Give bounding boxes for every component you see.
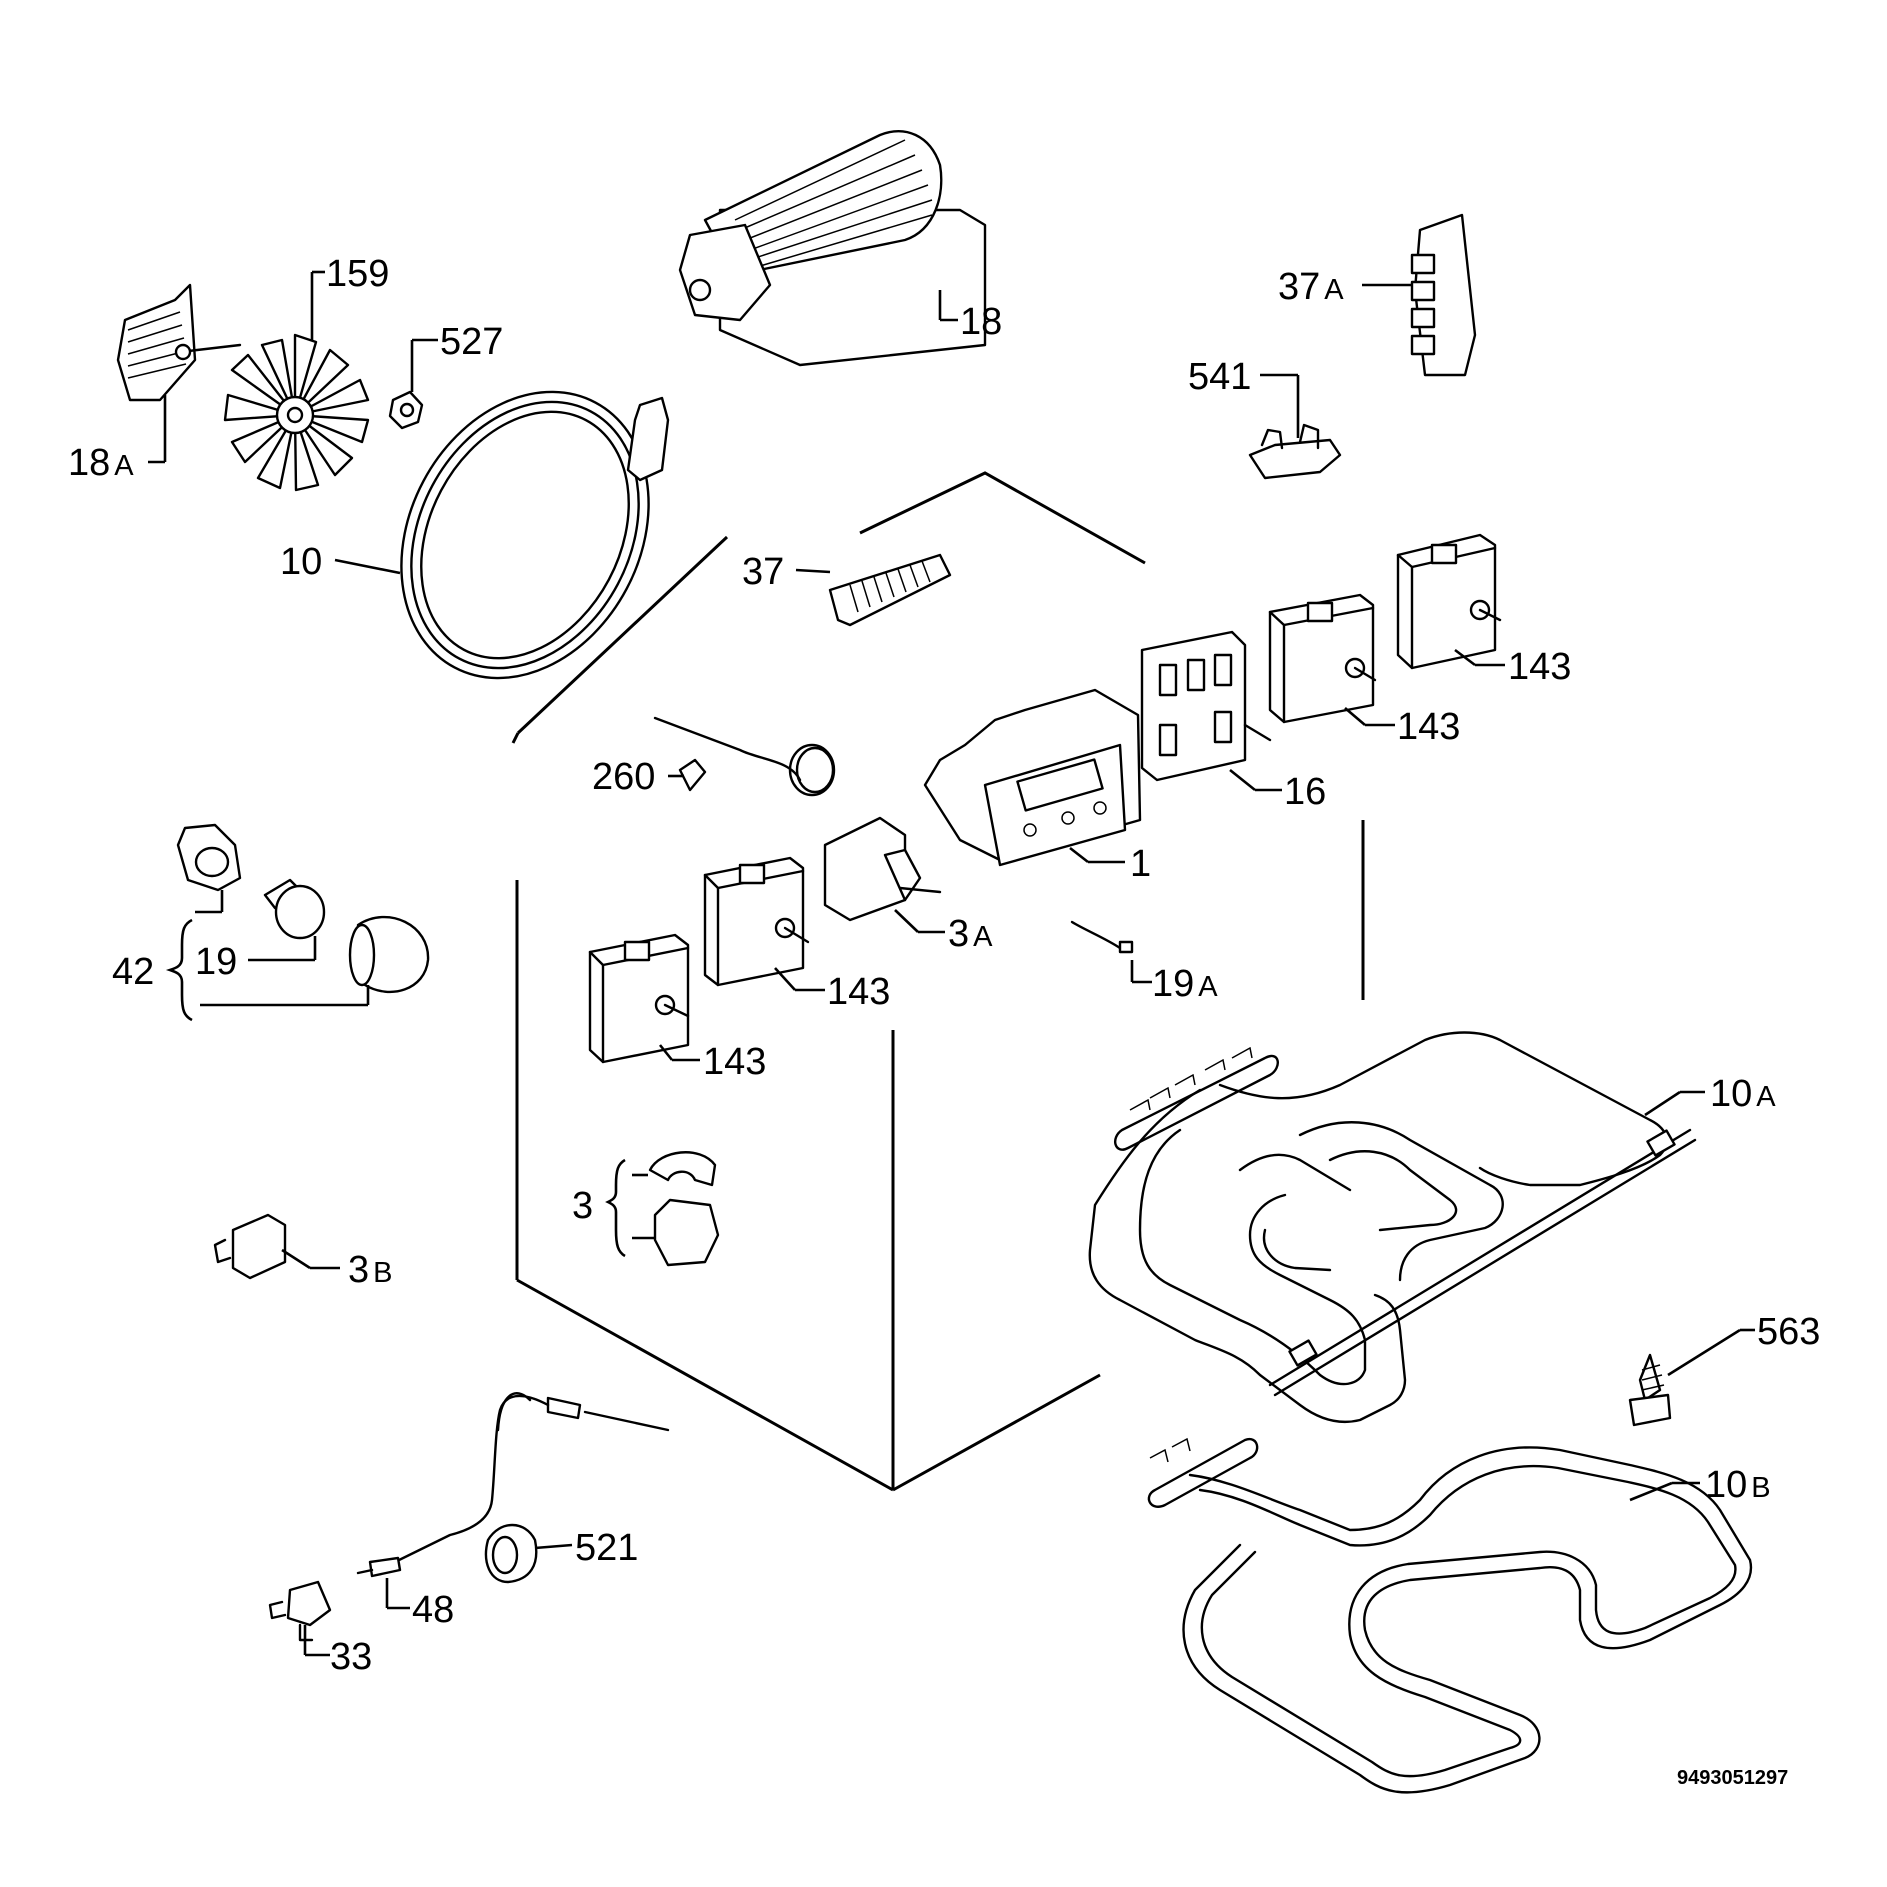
lamp-cover-part-42 bbox=[200, 915, 430, 1007]
lamp-bulb-part-19 bbox=[248, 878, 326, 962]
label-143-top-right: 143 bbox=[1508, 646, 1571, 688]
label-521: 521 bbox=[575, 1527, 638, 1569]
nut-part-527 bbox=[388, 338, 438, 430]
screw-part-563 bbox=[1628, 1328, 1755, 1427]
thermostat-part-3a bbox=[823, 816, 945, 934]
switch-part-143-top-right bbox=[1396, 533, 1505, 670]
clip-part-3-lower bbox=[632, 1198, 720, 1267]
thermostat-part-3b bbox=[213, 1213, 340, 1280]
bracket-3 bbox=[605, 1158, 626, 1258]
top-heating-element-part-10a bbox=[1088, 1031, 1705, 1424]
oven-cavity-outline bbox=[511, 471, 1365, 1492]
label-19: 19 bbox=[195, 941, 237, 983]
label-37: 37 bbox=[742, 551, 784, 593]
fan-motor-part-18a bbox=[116, 283, 242, 464]
label-18: 18 bbox=[960, 301, 1002, 343]
lamp-holder-part-42 bbox=[176, 823, 242, 914]
label-159: 159 bbox=[326, 253, 389, 295]
label-260: 260 bbox=[592, 756, 655, 798]
label-143-mid-left: 143 bbox=[827, 971, 890, 1013]
circular-heating-element-part-10 bbox=[334, 390, 670, 680]
connector-part-33 bbox=[268, 1580, 332, 1657]
label-541: 541 bbox=[1188, 356, 1251, 398]
switch-part-143-mid-left bbox=[703, 856, 825, 992]
display-timer-part-1 bbox=[923, 688, 1142, 867]
label-42: 42 bbox=[112, 951, 154, 993]
bottom-heating-element-part-10b bbox=[1147, 1437, 1753, 1794]
label-16: 16 bbox=[1284, 771, 1326, 813]
clip-part-3-upper bbox=[632, 1151, 717, 1187]
clip-connector-part-541 bbox=[1248, 373, 1342, 480]
thermostat-capillary-part-260 bbox=[653, 716, 836, 797]
label-563: 563 bbox=[1757, 1311, 1820, 1353]
terminal-strip-part-37 bbox=[795, 553, 952, 627]
tangential-fan-part-18 bbox=[678, 130, 987, 367]
label-143-bottom-left: 143 bbox=[703, 1041, 766, 1083]
label-33: 33 bbox=[330, 1636, 372, 1678]
switch-part-143-mid-right bbox=[1268, 593, 1395, 727]
fan-blade-part-159 bbox=[223, 270, 370, 492]
label-3: 3 bbox=[572, 1185, 593, 1227]
socket-part-521 bbox=[484, 1523, 573, 1584]
label-10: 10 bbox=[280, 541, 322, 583]
label-1: 1 bbox=[1130, 843, 1151, 885]
lamp-wire-part-19a bbox=[1070, 920, 1152, 984]
bracket-42 bbox=[165, 918, 193, 1022]
label-143-mid-right: 143 bbox=[1397, 706, 1460, 748]
sensor-probe-part-48 bbox=[356, 1392, 670, 1610]
switch-frame-part-16 bbox=[1140, 630, 1282, 792]
terminal-block-part-37a bbox=[1362, 213, 1477, 377]
switch-part-143-bottom-left bbox=[588, 933, 700, 1064]
label-48: 48 bbox=[412, 1589, 454, 1631]
label-527: 527 bbox=[440, 321, 503, 363]
drawing-reference-number: 9493051297 bbox=[1677, 1767, 1788, 1789]
